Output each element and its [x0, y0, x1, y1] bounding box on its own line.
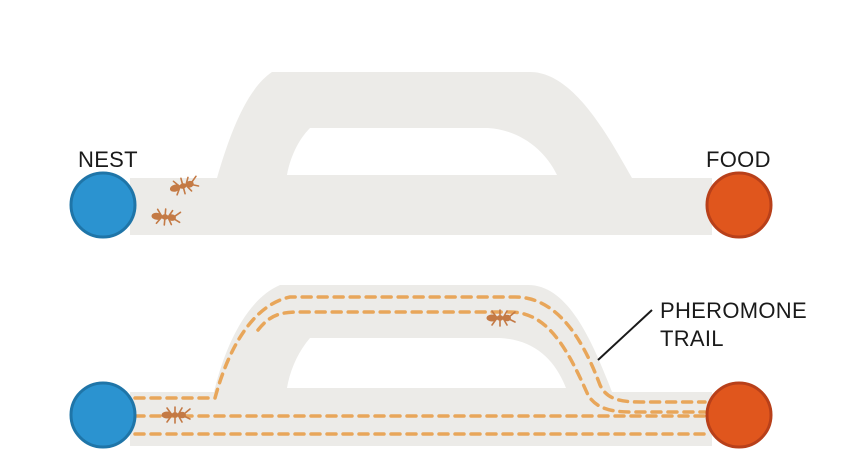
bottom-track	[130, 285, 712, 446]
ant-icon	[151, 208, 182, 226]
pheromone-leader-line	[597, 309, 653, 361]
trail-inner-loop	[256, 310, 707, 414]
bottom-food-circle	[705, 381, 773, 449]
ant-icon	[486, 309, 516, 327]
top-nest-circle	[69, 171, 137, 239]
pheromone-label-line2: TRAIL	[660, 326, 724, 351]
pheromone-label-line1: PHEROMONE	[660, 298, 807, 323]
ant-icon	[169, 175, 200, 196]
trail-upper-loop	[133, 295, 707, 404]
bottom-nest-circle	[69, 381, 137, 449]
nest-label: NEST	[78, 147, 138, 172]
top-panel: NEST FOOD	[69, 72, 773, 239]
top-track	[130, 72, 712, 235]
pheromone-trail	[133, 295, 707, 436]
bottom-panel: PHEROMONE TRAIL	[69, 285, 807, 449]
top-food-circle	[705, 171, 773, 239]
ant-icon	[161, 406, 191, 424]
food-label: FOOD	[706, 147, 771, 172]
